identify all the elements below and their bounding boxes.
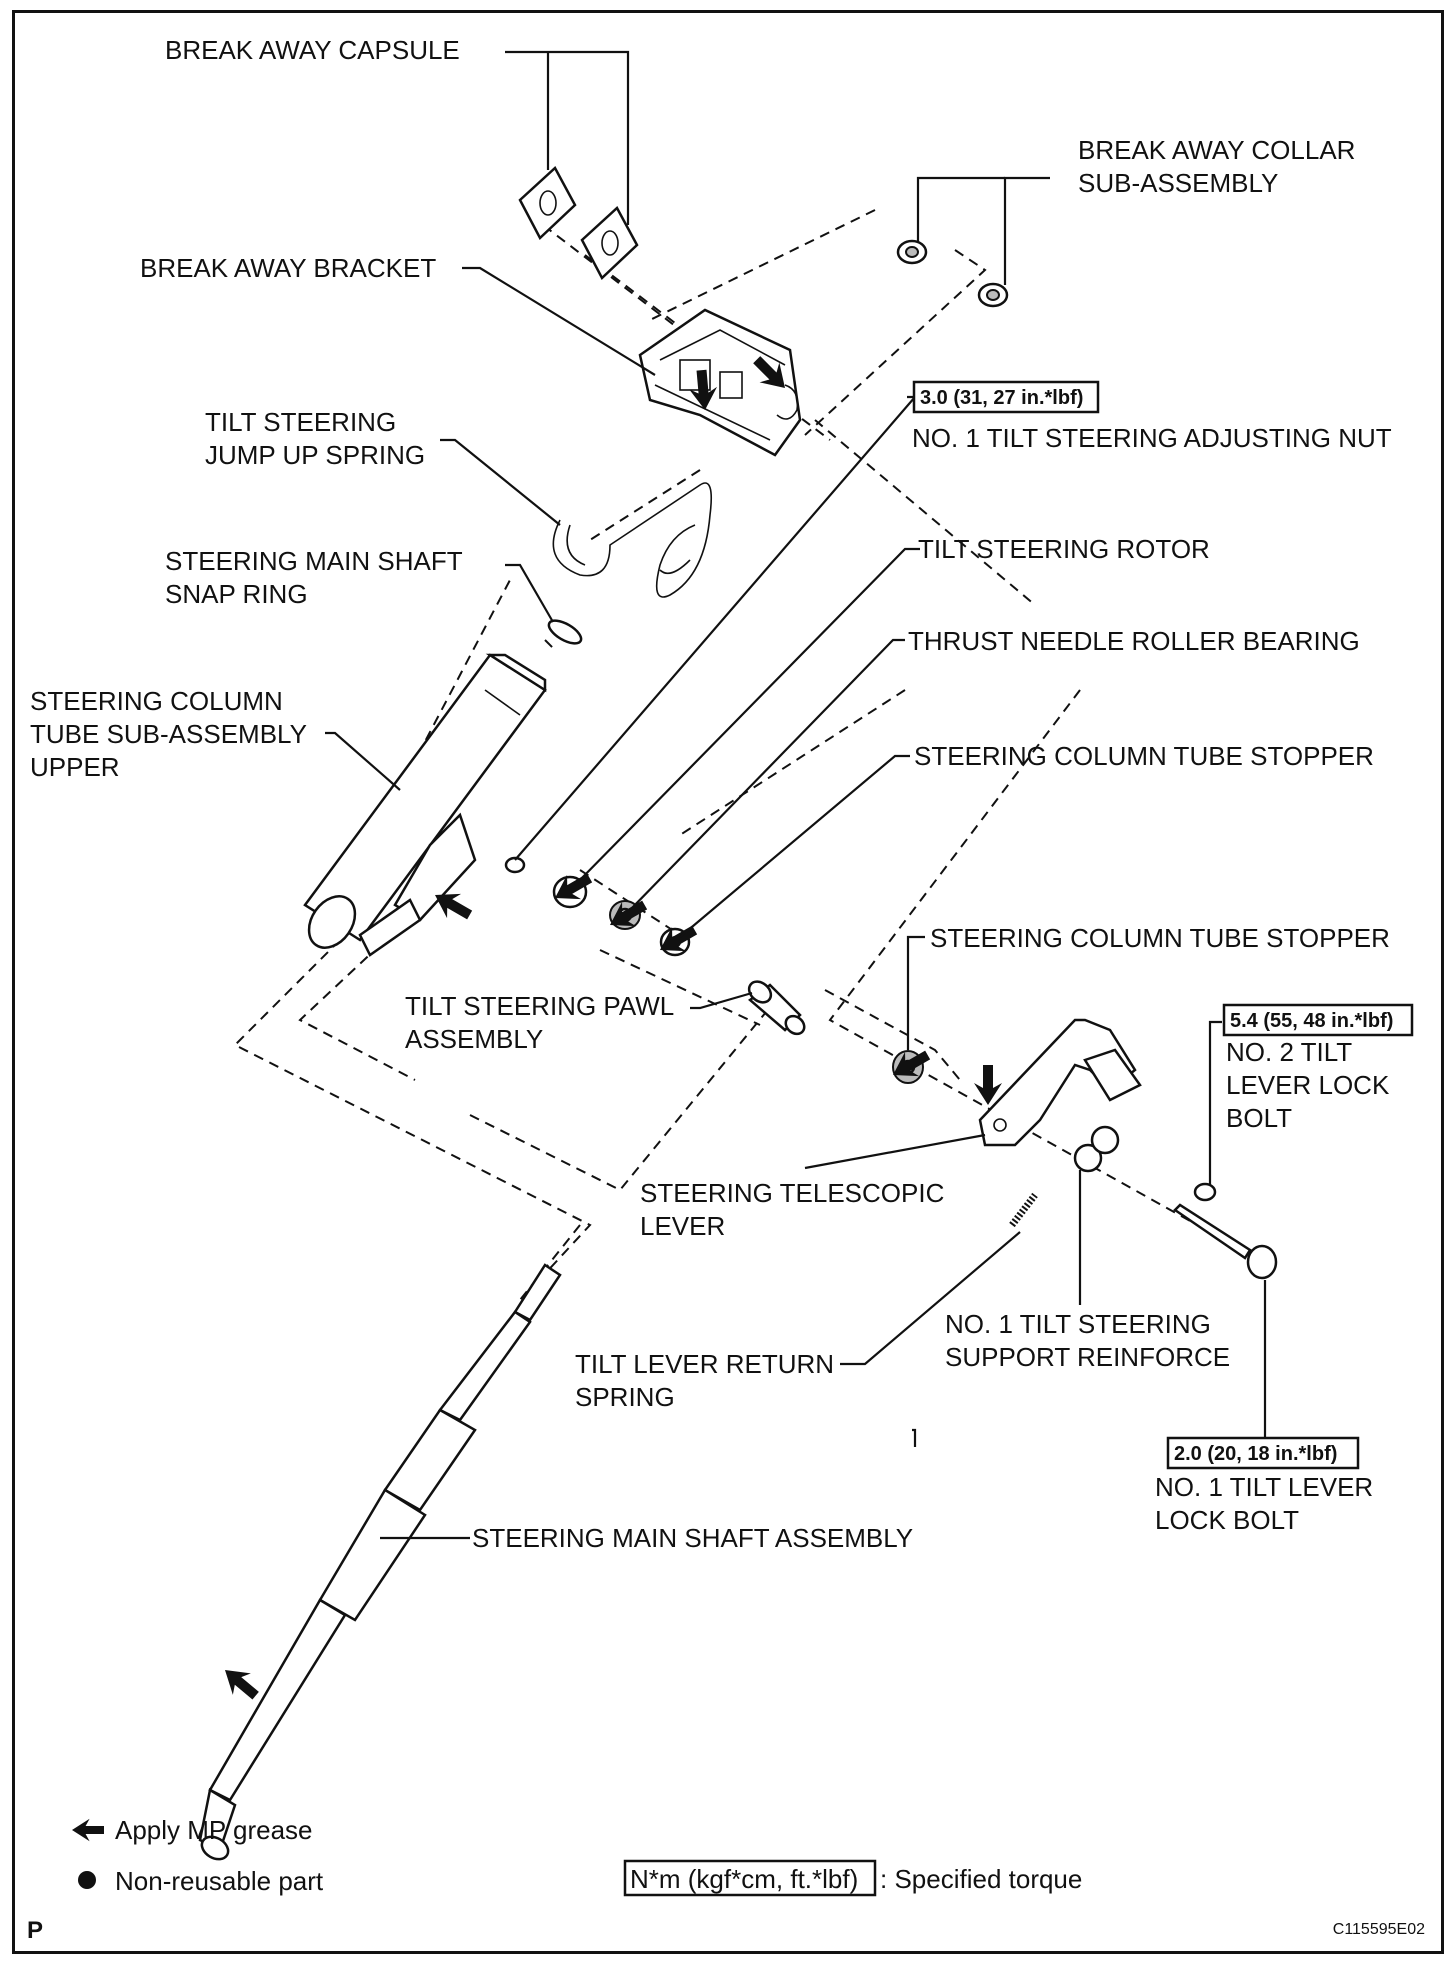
label-column-tube-2: TUBE SUB-ASSEMBLY: [30, 719, 307, 749]
label-tilt-rotor: TILT STEERING ROTOR: [918, 534, 1210, 564]
label-no1-bolt-2: LOCK BOLT: [1155, 1505, 1299, 1535]
label-break-away-capsule: BREAK AWAY CAPSULE: [165, 35, 460, 65]
label-telescopic-1: STEERING TELESCOPIC: [640, 1178, 944, 1208]
label-no2-bolt-3: BOLT: [1226, 1103, 1292, 1133]
label-break-away-collar-2: SUB-ASSEMBLY: [1078, 168, 1278, 198]
label-main-shaft: STEERING MAIN SHAFT ASSEMBLY: [472, 1523, 913, 1553]
grease-arrow: [974, 1065, 1002, 1105]
break-away-bracket: [638, 308, 802, 457]
no2-tilt-lever-lock-bolt: [1193, 1182, 1217, 1202]
torque-box-no1-bolt: [1166, 1436, 1360, 1470]
label-support-reinforce-2: SUPPORT REINFORCE: [945, 1342, 1230, 1372]
torque-no2-bolt: 5.4 (55, 48 in.*lbf): [1230, 1010, 1393, 1032]
label-jump-up-spring-2: JUMP UP SPRING: [205, 440, 425, 470]
label-no2-bolt-1: NO. 2 TILT: [1226, 1037, 1352, 1067]
tilt-lever-return-spring: [1009, 1192, 1038, 1228]
legend-nonreusable-text: Non-reusable part: [115, 1866, 324, 1896]
leader-lines: [325, 50, 1267, 1540]
torque-no1-bolt: 2.0 (20, 18 in.*lbf): [1174, 1443, 1337, 1465]
no1-tilt-lever-lock-bolt: [1173, 1203, 1278, 1280]
support-reinforce: [1073, 1125, 1120, 1173]
grease-arrow: [216, 1659, 265, 1707]
label-snap-ring-2: SNAP RING: [165, 579, 308, 609]
legend: Apply MP grease Non-reusable part N*m (k…: [72, 1815, 1082, 1897]
label-snap-ring-1: STEERING MAIN SHAFT: [165, 546, 463, 576]
label-return-spring-1: TILT LEVER RETURN: [575, 1349, 834, 1379]
steering-column-tube: [303, 653, 547, 957]
diagram-frame: [12, 10, 1444, 1954]
legend-torque-box: [623, 1859, 877, 1897]
label-thrust-bearing: THRUST NEEDLE ROLLER BEARING: [908, 626, 1360, 656]
label-tube-stopper-1: STEERING COLUMN TUBE STOPPER: [914, 741, 1374, 771]
label-support-reinforce-1: NO. 1 TILT STEERING: [945, 1309, 1211, 1339]
torque-box-no2-bolt: [1222, 1003, 1414, 1037]
steering-main-shaft: [198, 1263, 562, 1861]
label-tube-stopper-2: STEERING COLUMN TUBE STOPPER: [930, 923, 1390, 953]
label-no1-bolt-1: NO. 1 TILT LEVER: [1155, 1472, 1373, 1502]
adjusting-nut: [504, 856, 526, 874]
corner-letter: P: [27, 1917, 43, 1944]
legend-nonreusable-dot: [78, 1871, 96, 1889]
break-away-capsule-right: [580, 205, 639, 281]
label-pawl-1: TILT STEERING PAWL: [405, 991, 674, 1021]
assembly-dashed-lines: [233, 209, 1261, 1301]
legend-torque-unit: N*m (kgf*cm, ft.*lbf): [630, 1864, 858, 1894]
figure-code: C115595E02: [1333, 1921, 1425, 1938]
legend-grease-text: Apply MP grease: [115, 1815, 313, 1845]
break-away-collar-lower: [977, 282, 1009, 308]
label-return-spring-2: SPRING: [575, 1382, 675, 1412]
tilt-pawl: [747, 980, 806, 1036]
torque-box-adjusting-nut: [912, 380, 1100, 414]
label-adjusting-nut: NO. 1 TILT STEERING ADJUSTING NUT: [912, 423, 1392, 453]
label-no2-bolt-2: LEVER LOCK: [1226, 1070, 1390, 1100]
torque-adjusting-nut: 3.0 (31, 27 in.*lbf): [920, 387, 1083, 409]
legend-torque-desc: : Specified torque: [880, 1864, 1082, 1894]
jump-up-spring: [552, 482, 713, 598]
label-jump-up-spring-1: TILT STEERING: [205, 407, 396, 437]
label-break-away-bracket: BREAK AWAY BRACKET: [140, 253, 436, 283]
label-column-tube-1: STEERING COLUMN: [30, 686, 283, 716]
label-telescopic-2: LEVER: [640, 1211, 725, 1241]
label-column-tube-3: UPPER: [30, 752, 120, 782]
telescopic-lever: [978, 1018, 1142, 1147]
break-away-collar-upper: [896, 239, 928, 265]
label-pawl-2: ASSEMBLY: [405, 1024, 543, 1054]
snap-ring: [547, 619, 583, 645]
break-away-capsule-left: [518, 165, 577, 241]
legend-grease-arrow: [72, 1818, 104, 1842]
label-break-away-collar-1: BREAK AWAY COLLAR: [1078, 135, 1355, 165]
